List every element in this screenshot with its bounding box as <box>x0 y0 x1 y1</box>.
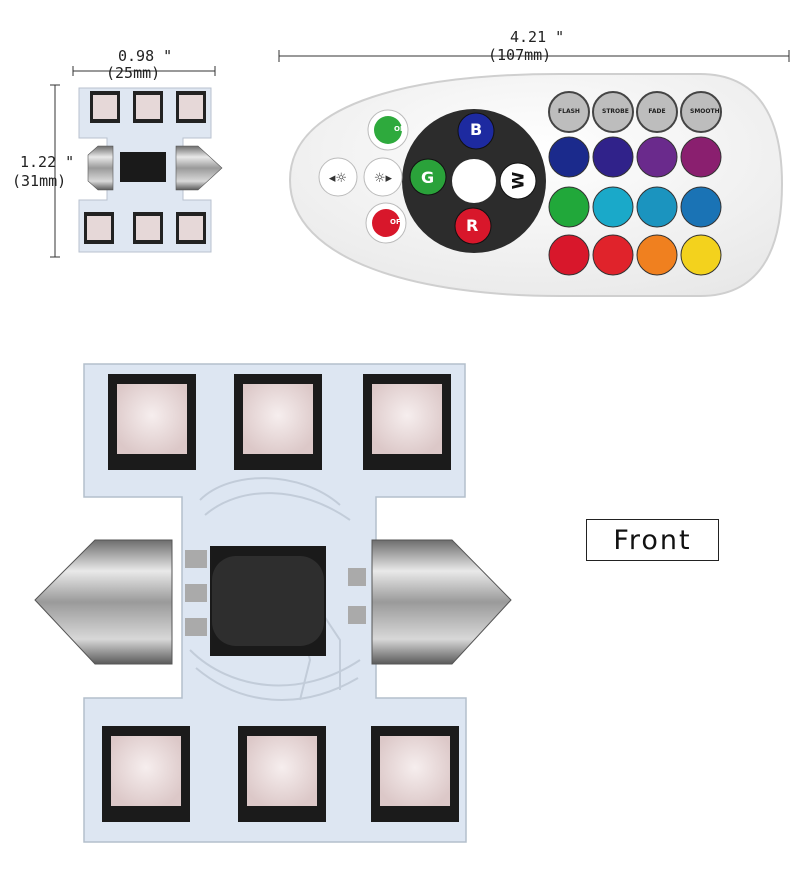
color-button <box>636 234 678 276</box>
small-width-mm: (25mm) <box>106 64 161 82</box>
remote-width-inch: 4.21 " <box>510 28 565 46</box>
remote-g-button-label: G <box>421 168 435 187</box>
color-button <box>680 234 722 276</box>
color-button <box>548 186 590 228</box>
small-width-inch: 0.98 " <box>118 47 173 65</box>
front-label: Front <box>586 519 719 561</box>
color-button-grid <box>548 136 722 276</box>
remote-control: ◂☼ ☼▸ <box>278 50 790 297</box>
remote-power-off-label: OFF <box>390 218 406 226</box>
svg-text:◂☼: ◂☼ <box>329 171 347 186</box>
mode-label-strobe: STROBE <box>602 108 629 115</box>
remote-b-button-label: B <box>470 120 483 139</box>
remote-r-button-label: R <box>466 216 479 235</box>
color-button <box>680 186 722 228</box>
color-button <box>636 186 678 228</box>
led-top-center <box>234 374 322 470</box>
led-top-left <box>108 374 196 470</box>
svg-text:☼▸: ☼▸ <box>374 171 393 186</box>
led-top-right <box>363 374 451 470</box>
remote-w-button-label: W <box>508 171 528 190</box>
mode-label-flash: FLASH <box>558 108 580 115</box>
color-button <box>548 136 590 178</box>
color-button <box>636 136 678 178</box>
small-height-mm: (31mm) <box>12 172 67 190</box>
color-button <box>592 186 634 228</box>
small-led-board <box>50 66 223 258</box>
color-button <box>548 234 590 276</box>
remote-power-on-label: ON <box>394 125 406 133</box>
color-button <box>680 136 722 178</box>
remote-width-mm: (107mm) <box>488 46 552 64</box>
mode-buttons <box>548 91 722 133</box>
led-bottom-right <box>371 726 459 822</box>
mode-label-smooth: SMOOTH <box>690 108 720 115</box>
led-bottom-center <box>238 726 326 822</box>
mode-label-fade: FADE <box>648 108 666 115</box>
small-height-inch: 1.22 " <box>20 153 75 171</box>
festoon-cap-right <box>371 539 512 665</box>
ir-receiver <box>210 546 326 656</box>
festoon-cap-left <box>34 539 173 665</box>
color-button <box>592 136 634 178</box>
color-button <box>592 234 634 276</box>
led-bottom-left <box>102 726 190 822</box>
large-led-board-front <box>34 363 512 843</box>
